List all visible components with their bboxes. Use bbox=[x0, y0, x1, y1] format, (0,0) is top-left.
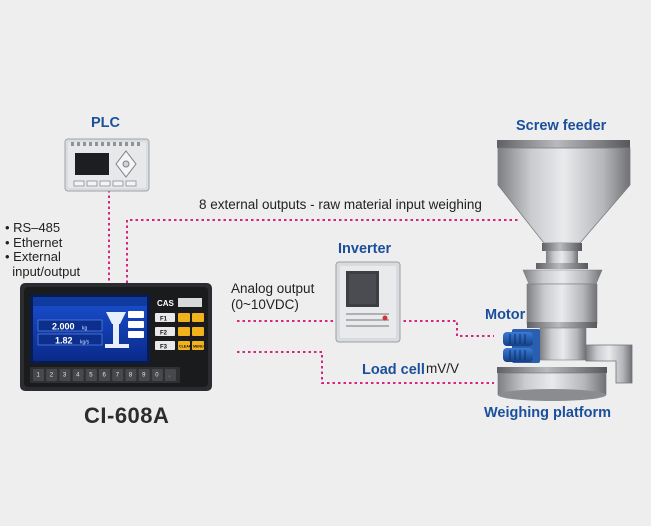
numeric-key[interactable] bbox=[138, 369, 150, 381]
f1-key[interactable] bbox=[155, 313, 175, 322]
numeric-key[interactable] bbox=[85, 369, 97, 381]
numeric-key[interactable] bbox=[99, 369, 110, 381]
lcd-hopper-icon bbox=[106, 312, 126, 324]
analog-output-label: Analog output bbox=[231, 281, 315, 296]
numeric-key[interactable] bbox=[33, 369, 44, 381]
inverter-label: Inverter bbox=[338, 241, 392, 257]
connector-lines bbox=[108, 190, 520, 384]
numeric-key-label: 9 bbox=[142, 373, 146, 379]
screw-feeder-label: Screw feeder bbox=[516, 118, 607, 134]
screw-feeder bbox=[497, 140, 633, 384]
display-unit-1: kg bbox=[82, 326, 88, 332]
menu-key[interactable] bbox=[192, 341, 204, 350]
plc-label: PLC bbox=[91, 115, 120, 131]
interface-list: • RS–485 • Ethernet • External input/out… bbox=[5, 220, 81, 279]
load-cell-unit: mV/V bbox=[426, 361, 460, 376]
model-label: CI-608A bbox=[84, 403, 170, 428]
weighing-platform-label: Weighing platform bbox=[484, 405, 612, 421]
yellow-key-1[interactable] bbox=[178, 313, 190, 322]
numeric-key[interactable] bbox=[46, 369, 58, 381]
ci-608a-device: 2.000 kg 1.82 kg/s CAS F1 F2 F3 CLEAR ME… bbox=[20, 283, 212, 391]
motor-label: Motor bbox=[485, 307, 526, 323]
yellow-key-3[interactable] bbox=[178, 327, 190, 336]
numeric-key-label: 8 bbox=[129, 373, 133, 379]
f3-key[interactable] bbox=[155, 341, 175, 350]
interface-item: • Ethernet bbox=[5, 234, 63, 250]
f2-key[interactable] bbox=[155, 327, 175, 336]
numeric-key-label: 7 bbox=[116, 373, 120, 379]
numeric-key[interactable] bbox=[112, 369, 124, 381]
clear-key[interactable] bbox=[178, 341, 190, 350]
f2-label: F2 bbox=[160, 331, 168, 337]
f1-label: F1 bbox=[160, 317, 168, 323]
load-cell-label: Load cell bbox=[362, 362, 425, 378]
numeric-key[interactable] bbox=[165, 369, 176, 381]
plc-unit bbox=[64, 138, 150, 192]
numeric-key[interactable] bbox=[151, 369, 163, 381]
numeric-key-label: 3 bbox=[63, 373, 67, 379]
clear-key-label: CLEAR bbox=[179, 345, 192, 349]
f3-label: F3 bbox=[160, 345, 168, 351]
numeric-key-label: 6 bbox=[103, 373, 107, 379]
numeric-key[interactable] bbox=[72, 369, 84, 381]
interface-item: • External bbox=[5, 249, 61, 264]
plc-screen bbox=[75, 153, 109, 175]
numeric-key-label: 5 bbox=[89, 373, 93, 379]
device-keypad: F1 F2 F3 CLEAR MENU bbox=[155, 313, 204, 351]
inverter-unit bbox=[335, 261, 401, 343]
numeric-key-label: . bbox=[169, 373, 171, 379]
inverter-motor-connector bbox=[398, 320, 494, 337]
weighing-platform-unit bbox=[497, 367, 607, 401]
load-cell-connector bbox=[237, 351, 494, 384]
numeric-key[interactable] bbox=[125, 369, 137, 381]
numeric-key-row: 1 2 3 4 5 6 7 8 9 0. bbox=[33, 369, 176, 381]
menu-key-label: MENU bbox=[193, 345, 204, 349]
yellow-key-2[interactable] bbox=[192, 313, 204, 322]
display-value-1: 2.000 bbox=[52, 322, 75, 332]
device-brand: CAS bbox=[157, 299, 175, 308]
external-outputs-label: 8 external outputs - raw material input … bbox=[199, 197, 482, 212]
motor-unit bbox=[503, 329, 540, 363]
yellow-key-4[interactable] bbox=[192, 327, 204, 336]
analog-output-range: (0~10VDC) bbox=[231, 297, 299, 312]
numeric-key-label: 4 bbox=[76, 373, 80, 379]
numeric-key-label: 1 bbox=[37, 373, 41, 379]
numeric-key[interactable] bbox=[59, 369, 71, 381]
interface-item: • RS–485 bbox=[5, 220, 61, 235]
numeric-key-label: 2 bbox=[50, 373, 54, 379]
external-output-connector bbox=[126, 219, 520, 283]
interface-item: input/output bbox=[5, 263, 81, 279]
inverter-screen bbox=[349, 274, 376, 304]
display-unit-2: kg/s bbox=[80, 340, 90, 346]
display-value-2: 1.82 bbox=[55, 336, 73, 346]
numeric-key-label: 0 bbox=[155, 373, 159, 379]
